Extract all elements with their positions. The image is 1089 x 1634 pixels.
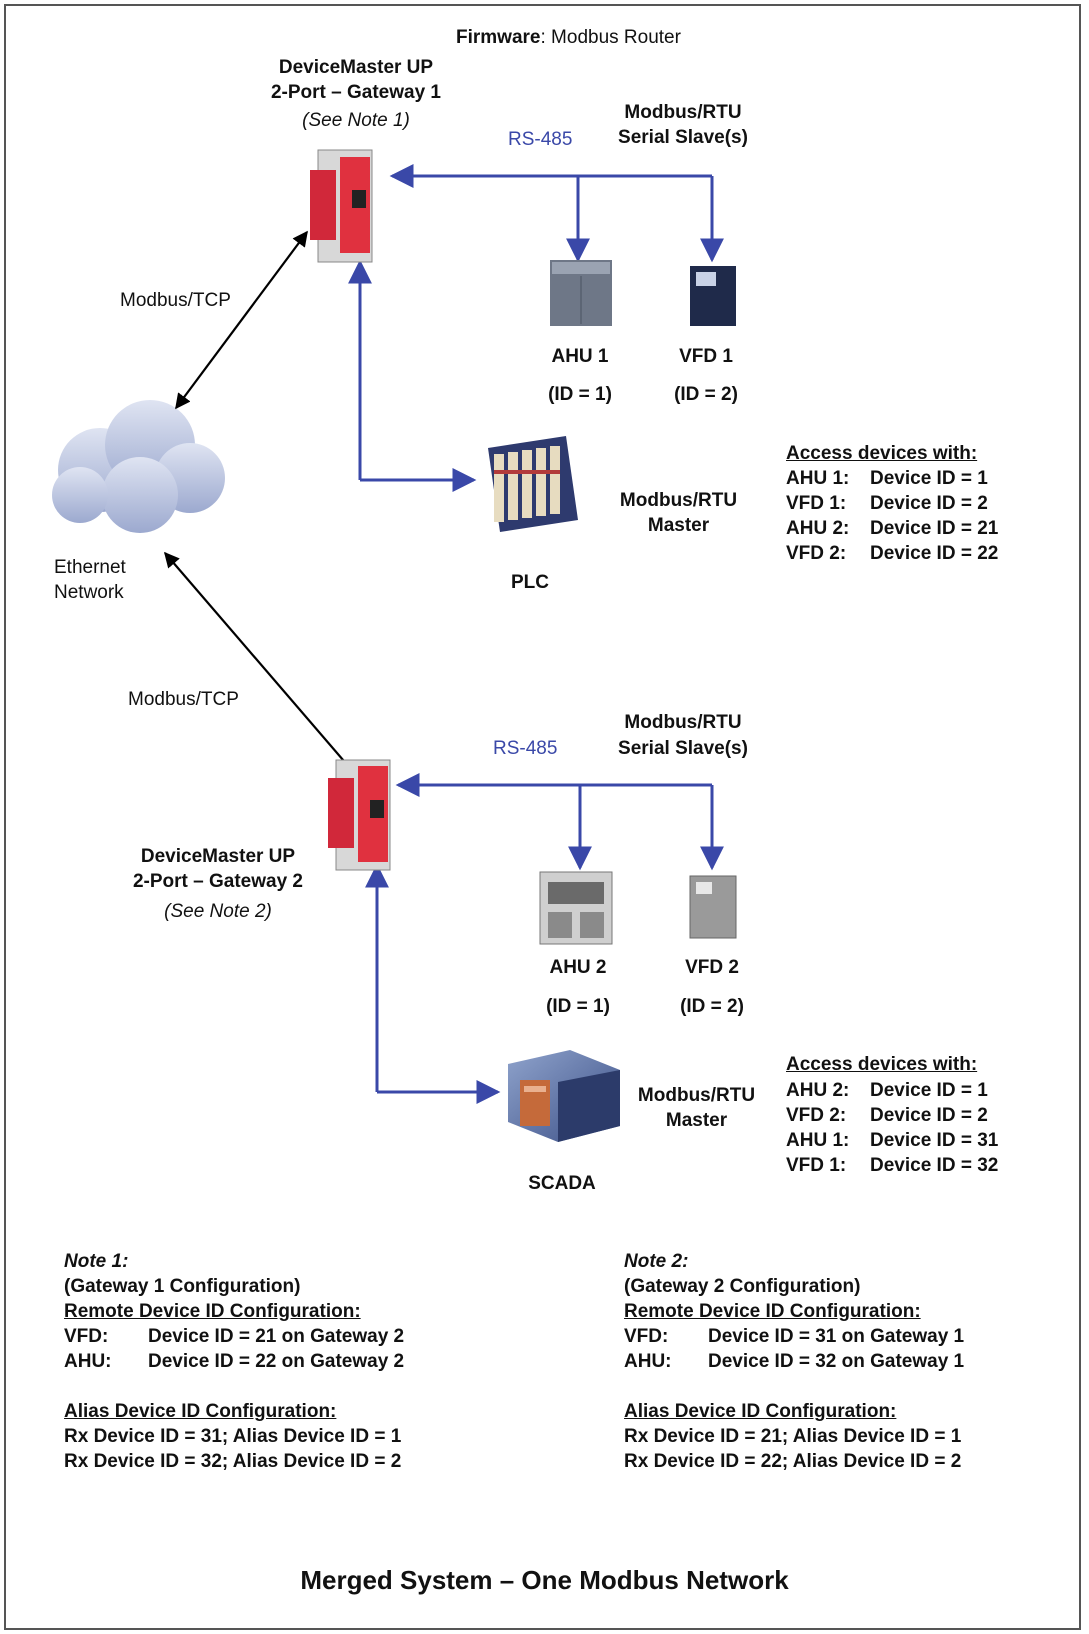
rs485-bus-top (348, 164, 724, 492)
vfd-2-id: (ID = 2) (680, 996, 744, 1017)
plc-label: PLC (511, 572, 549, 593)
vfd-2-name: VFD 2 (685, 957, 739, 978)
access-row-top-1: AHU 1:Device ID = 1 (786, 468, 988, 489)
ethernet-network-line1: Ethernet (54, 557, 126, 578)
vfd-2-icon (689, 875, 737, 939)
firmware-label: Firmware: Modbus Router (456, 27, 681, 48)
rs485-label-bottom: RS-485 (493, 738, 558, 759)
note-1-alias-row: Rx Device ID = 32; Alias Device ID = 2 (64, 1451, 402, 1472)
scada-role-line2: Master (665, 1110, 728, 1131)
note-1-title: Note 1: (64, 1251, 129, 1272)
plc-role-line2: Master (647, 515, 710, 536)
vfd-1-name: VFD 1 (679, 346, 733, 367)
ahu-1-id: (ID = 1) (548, 384, 612, 405)
scada-icon (508, 1050, 620, 1142)
gateway-2-model: 2-Port – Gateway 2 (132, 871, 304, 892)
access-row-bottom-4: VFD 1:Device ID = 32 (786, 1155, 999, 1176)
modbus-tcp-label-bottom: Modbus/TCP (128, 689, 239, 710)
rs485-bus-bottom (365, 773, 724, 1104)
modbus-tcp-label-top: Modbus/TCP (120, 290, 231, 311)
ethernet-cloud-icon (52, 400, 225, 533)
ahu-1-name: AHU 1 (551, 346, 609, 367)
ahu-2-name: AHU 2 (549, 957, 607, 978)
note-1: Note 1: (Gateway 1 Configuration) Remote… (64, 1249, 404, 1474)
vfd-1-icon (690, 266, 736, 326)
rs485-label-top: RS-485 (508, 129, 573, 150)
note-2-alias-row: Rx Device ID = 22; Alias Device ID = 2 (624, 1451, 962, 1472)
access-row-top-4: VFD 2:Device ID = 22 (786, 543, 999, 564)
plc-icon (488, 436, 578, 532)
ethernet-network-line2: Network (54, 582, 124, 603)
gateway-1-note-ref: (See Note 1) (302, 110, 410, 131)
diagram-frame (4, 4, 1081, 1630)
gateway-1-icon (310, 149, 373, 263)
ahu-2-id: (ID = 1) (546, 996, 610, 1017)
note-1-alias-row: Rx Device ID = 31; Alias Device ID = 1 (64, 1426, 402, 1447)
serial-slaves-bottom-line2: Serial Slave(s) (618, 738, 748, 759)
note-2-remote-row: AHU:Device ID = 32 on Gateway 1 (624, 1351, 965, 1372)
note-1-alias-heading: Alias Device ID Configuration: (64, 1401, 337, 1422)
access-heading-bottom: Access devices with: (786, 1054, 978, 1075)
gateway-2-name: DeviceMaster UP (140, 846, 296, 867)
note-2-alias-row: Rx Device ID = 21; Alias Device ID = 1 (624, 1426, 962, 1447)
ahu-1-icon (550, 260, 612, 326)
gateway-2-note-ref: (See Note 2) (164, 901, 272, 922)
note-2-title: Note 2: (624, 1251, 689, 1272)
serial-slaves-top-line1: Modbus/RTU (624, 102, 742, 123)
gateway-1-name: DeviceMaster UP (278, 57, 434, 78)
access-row-bottom-2: VFD 2:Device ID = 2 (786, 1105, 988, 1126)
serial-slaves-bottom-line1: Modbus/RTU (624, 712, 742, 733)
gateway-1-model: 2-Port – Gateway 1 (270, 82, 442, 103)
note-1-remote-row: AHU:Device ID = 22 on Gateway 2 (64, 1351, 405, 1372)
note-1-subtitle: (Gateway 1 Configuration) (64, 1276, 301, 1297)
access-heading-top: Access devices with: (786, 443, 978, 464)
access-row-bottom-3: AHU 1:Device ID = 31 (786, 1130, 999, 1151)
access-row-top-2: VFD 1:Device ID = 2 (786, 493, 988, 514)
vfd-1-id: (ID = 2) (674, 384, 738, 405)
scada-label: SCADA (528, 1173, 596, 1194)
plc-role-line1: Modbus/RTU (619, 490, 738, 511)
modbus-tcp-link-bottom (163, 551, 370, 791)
diagram-caption: Merged System – One Modbus Network (300, 1565, 789, 1595)
note-2-alias-heading: Alias Device ID Configuration: (624, 1401, 897, 1422)
note-2: Note 2: (Gateway 2 Configuration) Remote… (624, 1249, 964, 1474)
note-2-subtitle: (Gateway 2 Configuration) (624, 1276, 861, 1297)
note-1-remote-heading: Remote Device ID Configuration: (64, 1301, 361, 1322)
modbus-tcp-link-top (175, 230, 308, 410)
note-1-remote-row: VFD:Device ID = 21 on Gateway 2 (64, 1326, 405, 1347)
access-row-top-3: AHU 2:Device ID = 21 (786, 518, 999, 539)
note-2-remote-row: VFD:Device ID = 31 on Gateway 1 (624, 1326, 965, 1347)
note-2-remote-heading: Remote Device ID Configuration: (624, 1301, 921, 1322)
scada-role-line1: Modbus/RTU (637, 1085, 756, 1106)
gateway-2-icon (328, 759, 391, 871)
serial-slaves-top-line2: Serial Slave(s) (618, 127, 748, 148)
access-row-bottom-1: AHU 2:Device ID = 1 (786, 1080, 988, 1101)
ahu-2-icon (539, 871, 613, 945)
